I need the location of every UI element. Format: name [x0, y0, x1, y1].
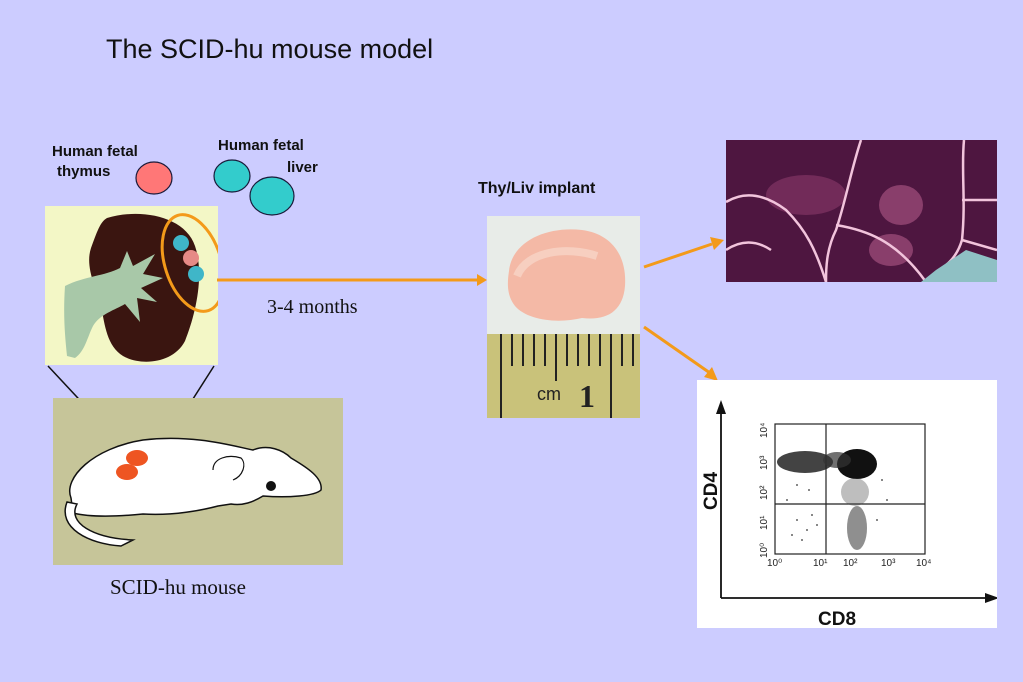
- arrow-to-facs-icon: [704, 367, 718, 381]
- tissue-circles: [135, 159, 295, 216]
- duration-label: 3-4 months: [267, 296, 358, 318]
- liver-circle-icon: [213, 159, 251, 193]
- y-axis-label: CD4: [701, 471, 722, 510]
- liver-label-line2: liver: [287, 159, 318, 176]
- x-tick-label: 10¹: [813, 558, 828, 569]
- y-tick-label: 10⁰: [759, 543, 770, 558]
- x-tick-label: 10²: [843, 558, 858, 569]
- x-tick-label: 10⁰: [767, 558, 782, 569]
- flow-cytometry-plot: 10⁰ 10¹ 10² 10³ 10⁴ 10⁰ 10¹ 10² 10³ 10⁴ …: [697, 380, 997, 630]
- liver-label-line1: Human fetal: [218, 137, 304, 154]
- liver-circle-icon: [249, 176, 295, 216]
- implant-title: Thy/Liv implant: [478, 180, 596, 197]
- thymus-label-line2: thymus: [57, 163, 111, 180]
- kidney-illustration: [45, 206, 218, 365]
- y-tick-label: 10³: [759, 455, 770, 470]
- mouse-illustration: [53, 398, 343, 565]
- x-tick-label: 10⁴: [916, 558, 931, 569]
- slide-title: The SCID-hu mouse model: [106, 34, 434, 64]
- mouse-caption: SCID-hu mouse: [110, 575, 246, 599]
- thymus-circle-icon: [135, 161, 173, 195]
- x-tick-label: 10³: [881, 558, 896, 569]
- x-axis-label: CD8: [818, 609, 857, 630]
- y-tick-label: 10¹: [759, 515, 770, 530]
- arrow-to-histology-icon: [710, 237, 724, 250]
- arrow-to-implant-icon: [217, 274, 487, 286]
- y-tick-label: 10⁴: [759, 423, 770, 438]
- implant-photo: cm 1: [487, 216, 640, 418]
- ruler-unit: cm: [537, 384, 561, 404]
- thymus-label-line1: Human fetal: [52, 143, 138, 160]
- histology-image: [726, 140, 997, 282]
- implant-output-arrows: [643, 237, 724, 381]
- ruler-number: 1: [579, 378, 595, 414]
- y-tick-label: 10²: [759, 485, 770, 500]
